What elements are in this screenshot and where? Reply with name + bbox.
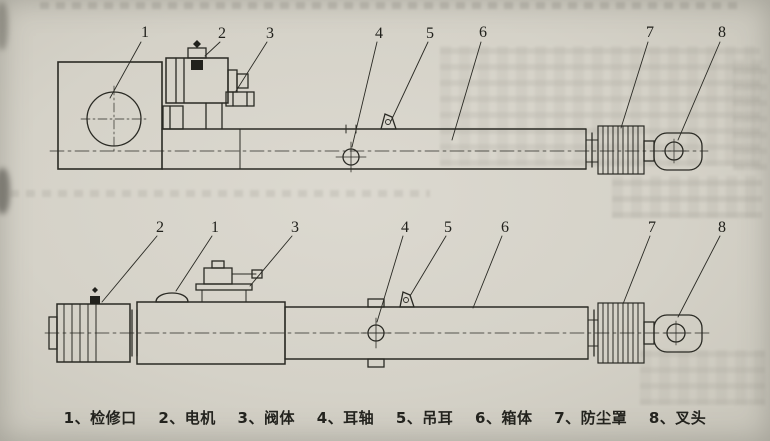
callout-number: 7	[648, 219, 656, 236]
valve-body	[195, 260, 263, 303]
side-view: 2 1 3 4 5 6 7 8	[44, 219, 726, 368]
legend-item: 1、检修口	[63, 409, 137, 427]
motor	[48, 287, 138, 363]
top-view: 1 2 3 4 5 6 7 8	[49, 24, 726, 175]
motor-terminal-marker	[92, 287, 98, 293]
lifting-lug	[399, 291, 415, 308]
callout-number: 8	[718, 219, 726, 236]
leader-line	[351, 41, 378, 148]
leader-line	[376, 235, 404, 323]
leader-lines	[101, 235, 721, 323]
leader-line	[101, 235, 158, 303]
callout-number: 3	[291, 219, 299, 236]
valve-body	[225, 91, 255, 107]
callout-number: 1	[141, 24, 149, 41]
leader-lines	[109, 41, 721, 148]
callout-number: 2	[218, 25, 226, 42]
cylinder-tube	[284, 306, 589, 360]
legend-item: 2、电机	[158, 409, 216, 427]
legend-item: 3、阀体	[237, 409, 295, 427]
callout-number: 5	[426, 25, 434, 42]
motor	[165, 40, 249, 104]
gear-coupling	[162, 102, 223, 130]
leader-line	[472, 235, 503, 309]
legend-item: 5、吊耳	[395, 409, 454, 427]
callout-numbers-bottom: 2 1 3 4 5 6 7 8	[156, 219, 726, 236]
fork-head	[643, 132, 703, 171]
motor-terminal-marker	[193, 40, 201, 48]
leader-line	[622, 235, 651, 305]
leader-line	[175, 235, 213, 292]
trunnion	[360, 298, 392, 368]
lifting-lug	[380, 113, 397, 130]
callout-numbers-top: 1 2 3 4 5 6 7 8	[141, 24, 726, 42]
legend-item: 7、防尘罩	[554, 409, 628, 427]
leader-line	[620, 41, 649, 129]
legend-item: 4、耳轴	[316, 409, 375, 427]
cylinder-tube	[161, 128, 587, 170]
leader-line	[451, 41, 482, 141]
legend-item: 8、叉头	[648, 409, 707, 427]
callout-number: 7	[646, 24, 654, 41]
dust-cover-bellows	[585, 125, 645, 175]
legend-item: 6、箱体	[475, 409, 533, 427]
callout-number: 6	[501, 219, 509, 236]
callout-number: 4	[401, 219, 409, 236]
leader-line	[409, 235, 447, 297]
trunnion	[335, 124, 367, 173]
callout-number: 5	[444, 219, 452, 236]
callout-number: 3	[266, 25, 274, 42]
callout-number: 1	[211, 219, 219, 236]
figure-legend: 1、检修口 2、电机 3、阀体 4、耳轴 5、吊耳 6、箱体 7、防尘罩 8、叉…	[0, 407, 770, 428]
leader-line	[677, 41, 721, 141]
fork-head	[643, 314, 703, 353]
callout-number: 6	[479, 24, 487, 41]
housing	[57, 61, 163, 170]
callout-number: 8	[718, 24, 726, 41]
dust-cover-bellows	[587, 302, 645, 364]
callout-number: 4	[375, 25, 383, 42]
leader-line	[204, 41, 221, 57]
leader-line	[390, 41, 429, 122]
leader-line	[677, 235, 721, 318]
callout-number: 2	[156, 219, 164, 236]
leader-line	[235, 41, 268, 92]
leader-line	[109, 41, 142, 99]
leader-line	[249, 235, 293, 287]
inspection-port	[151, 292, 193, 303]
